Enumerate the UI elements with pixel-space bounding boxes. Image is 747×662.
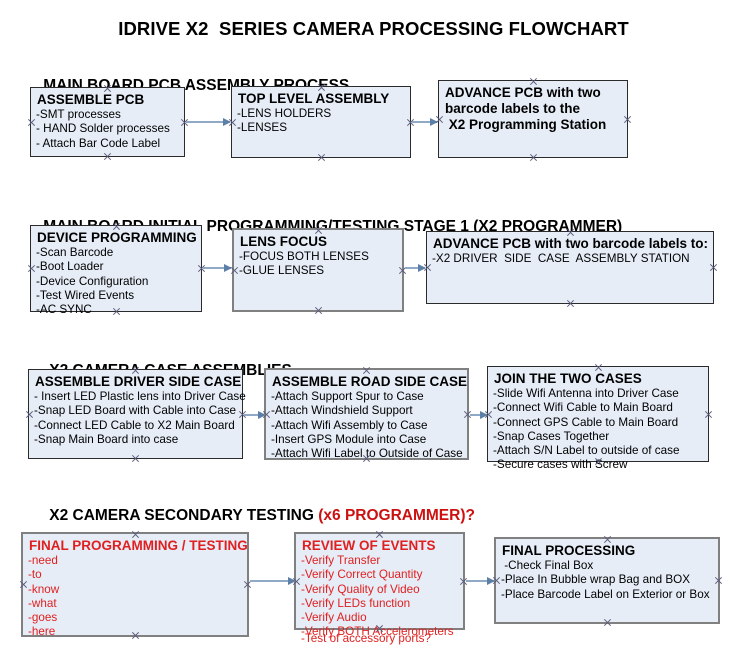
- connector-handle-bottom[interactable]: [317, 153, 326, 162]
- box-line: -here: [28, 625, 56, 639]
- box-assemble-pcb[interactable]: ASSEMBLE PCB -SMT processes - HAND Solde…: [30, 87, 185, 157]
- connector-handle-left[interactable]: [25, 410, 34, 419]
- box-review-of-events[interactable]: REVIEW OF EVENTS -Verify Transfer -Verif…: [294, 532, 465, 645]
- box-line: -Secure cases with Screw: [493, 458, 628, 472]
- box-title-line2: barcode labels to the: [445, 101, 581, 116]
- box-line: -Insert GPS Module into Case: [271, 432, 427, 446]
- arrow-road-side-to-join-cases: [470, 411, 488, 419]
- box-line: -Verify BOTH Accelerometers: [301, 625, 454, 639]
- connector-handle-bottom[interactable]: [314, 306, 323, 315]
- box-title: JOIN THE TWO CASES: [494, 371, 642, 386]
- box-title: ASSEMBLE PCB: [37, 92, 145, 107]
- box-line: -need: [28, 554, 58, 567]
- box-line: -Scan Barcode: [36, 246, 114, 259]
- box-line: -Verify Quality of Video: [301, 582, 420, 596]
- box-overflow-line: -Test of accessory ports?: [301, 632, 431, 645]
- arrow-device-programming-to-lens-focus: [203, 264, 232, 272]
- box-title: TOP LEVEL ASSEMBLY: [238, 91, 390, 106]
- connector-handle-bottom[interactable]: [131, 454, 140, 463]
- box-title: DEVICE PROGRAMMING: [37, 230, 197, 245]
- box-line: -goes: [28, 611, 58, 625]
- connector-handle-bottom[interactable]: [603, 618, 612, 627]
- arrow-top-level-assembly-to-advance-pcb: [412, 118, 438, 126]
- box-title: ADVANCE PCB with two: [445, 85, 601, 100]
- box-line: -GLUE LENSES: [239, 264, 325, 278]
- box-title: ASSEMBLE DRIVER SIDE CASE: [35, 374, 242, 389]
- box-lens-focus[interactable]: LENS FOCUS -FOCUS BOTH LENSES -GLUE LENS…: [232, 228, 404, 312]
- box-join-the-two-cases[interactable]: JOIN THE TWO CASES -Slide Wifi Antenna i…: [487, 366, 709, 471]
- box-title: REVIEW OF EVENTS: [302, 538, 436, 553]
- box-line: -Device Configuration: [36, 274, 149, 288]
- box-title: LENS FOCUS: [240, 234, 328, 249]
- box-line: -AC SYNC: [36, 303, 92, 317]
- box-final-processing[interactable]: FINAL PROCESSING -Check Final Box -Place…: [494, 537, 720, 624]
- connector-handle-bottom[interactable]: [566, 299, 575, 308]
- box-line: -Connect Wifi Cable to Main Board: [493, 401, 673, 415]
- box-line: - Insert LED Plastic lens into Driver Ca…: [34, 390, 246, 403]
- box-line: -Place Barcode Label on Exterior or Box: [501, 587, 710, 601]
- connector-handle-bottom[interactable]: [529, 153, 538, 162]
- connector-handle-left[interactable]: [27, 118, 36, 127]
- box-line: -Attach Support Spur to Case: [271, 390, 424, 403]
- connector-handle-bottom[interactable]: [103, 152, 112, 161]
- box-line: -LENSES: [237, 121, 288, 135]
- box-line: -Verify LEDs function: [301, 596, 411, 610]
- arrow-assemble-pcb-to-top-level-assembly: [186, 118, 231, 126]
- arrow-lens-focus-to-advance-pcb: [405, 264, 426, 272]
- connector-handle-left[interactable]: [27, 264, 36, 273]
- box-line: -Snap Cases Together: [493, 429, 610, 443]
- box-line: -Boot Loader: [36, 260, 104, 274]
- box-top-level-assembly[interactable]: TOP LEVEL ASSEMBLY -LENS HOLDERS -LENSES: [231, 86, 411, 158]
- box-line: -Snap LED Board with Cable into Case: [34, 404, 237, 418]
- arrow-driver-side-to-road-side: [244, 411, 266, 419]
- box-line: -Attach Wifi Label to Outside of Case: [271, 447, 463, 461]
- box-line: -Attach Windshield Support: [271, 404, 413, 418]
- box-line: - HAND Solder processes: [36, 122, 170, 136]
- box-title: ADVANCE PCB with two barcode labels to:: [433, 236, 709, 251]
- box-assemble-road-side-case[interactable]: ASSEMBLE ROAD SIDE CASE -Attach Support …: [264, 368, 469, 460]
- page-title: IDRIVE X2 SERIES CAMERA PROCESSING FLOWC…: [118, 18, 629, 39]
- box-advance-pcb-to-driver-side-case-assembly[interactable]: ADVANCE PCB with two barcode labels to: …: [426, 231, 714, 304]
- box-line: -Verify Transfer: [301, 554, 381, 567]
- box-line: -SMT processes: [36, 108, 121, 121]
- box-line: -Test Wired Events: [36, 288, 135, 302]
- arrow-final-programming-to-review-of-events: [250, 577, 296, 585]
- box-line: -X2 DRIVER SIDE CASE ASSEMBLY STATION: [432, 252, 690, 265]
- box-line: -know: [28, 582, 60, 596]
- box-title: FINAL PROCESSING: [502, 543, 636, 558]
- box-line: -Verify Correct Quantity: [301, 568, 423, 582]
- box-title-line3: X2 Programming Station: [445, 117, 607, 132]
- box-line: -Snap Main Board into case: [34, 432, 179, 446]
- box-line: -Slide Wifi Antenna into Driver Case: [493, 387, 679, 400]
- section-heading-text: X2 CAMERA SECONDARY TESTING: [49, 507, 319, 524]
- box-final-programming-testing[interactable]: FINAL PROGRAMMING / TESTING -need -to -k…: [19, 532, 249, 639]
- box-title: ASSEMBLE ROAD SIDE CASE: [272, 374, 468, 389]
- section-heading-x2-camera-secondary-testing: X2 CAMERA SECONDARY TESTING (x6 PROGRAMM…: [32, 489, 475, 543]
- arrow-review-of-events-to-final-processing: [466, 577, 495, 585]
- box-line: -Check Final Box: [501, 559, 594, 572]
- box-title: FINAL PROGRAMMING / TESTING: [29, 538, 248, 553]
- box-line: - Attach Bar Code Label: [36, 136, 161, 150]
- box-line: -FOCUS BOTH LENSES: [239, 250, 369, 263]
- box-device-programming[interactable]: DEVICE PROGRAMMING -Scan Barcode -Boot L…: [27, 225, 202, 316]
- box-line: -Attach Wifi Assembly to Case: [271, 418, 428, 432]
- connector-handle-left[interactable]: [19, 580, 28, 589]
- box-line: -to: [28, 568, 42, 582]
- box-line: -Connect LED Cable to X2 Main Board: [34, 418, 235, 432]
- box-line: -LENS HOLDERS: [237, 107, 332, 120]
- section-heading-accent: (x6 PROGRAMMER)?: [318, 507, 475, 524]
- box-assemble-driver-side-case[interactable]: ASSEMBLE DRIVER SIDE CASE - Insert LED P…: [25, 369, 246, 459]
- box-line: -Place In Bubble wrap Bag and BOX: [501, 573, 691, 587]
- box-line: -Attach S/N Label to outside of case: [493, 444, 680, 458]
- box-line: -what: [28, 596, 57, 610]
- box-line: -Connect GPS Cable to Main Board: [493, 415, 679, 429]
- box-line: -Verify Audio: [301, 611, 367, 625]
- box-advance-pcb-to-x2-programming-station[interactable]: ADVANCE PCB with two barcode labels to t…: [438, 80, 628, 158]
